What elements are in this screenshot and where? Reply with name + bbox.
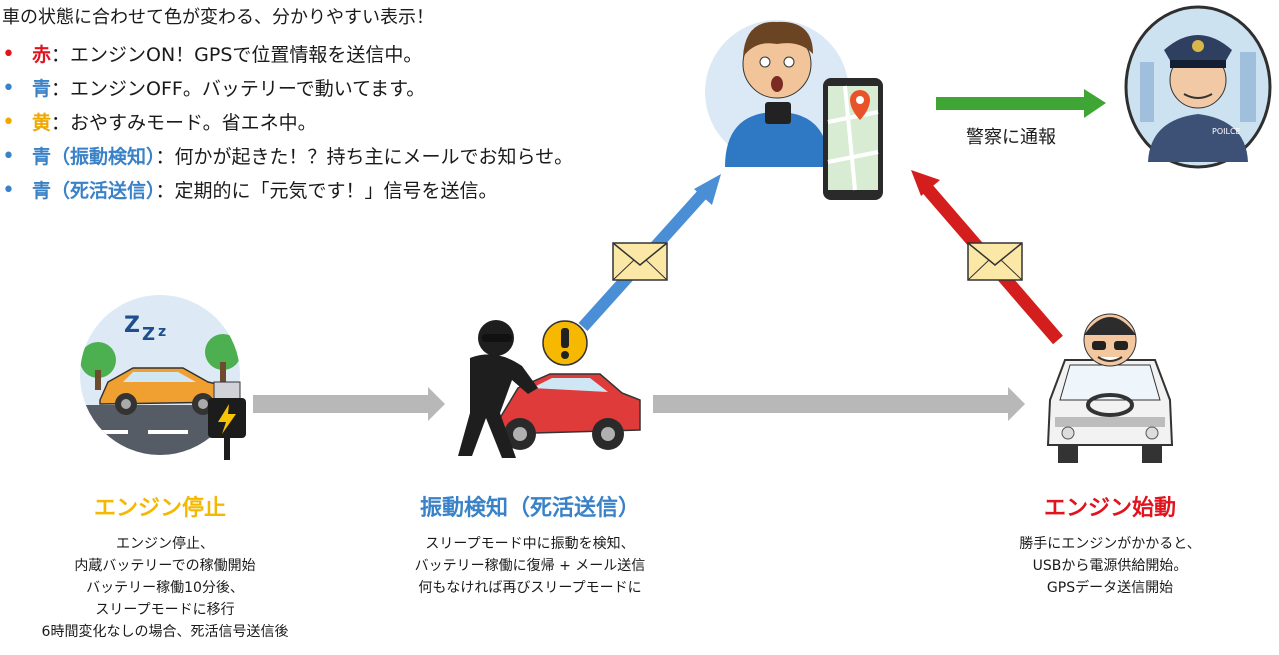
smartphone-map-icon: [823, 78, 883, 200]
legend-item: • 青（死活送信）：定期的に「元気です！」信号を送信。: [0, 174, 700, 208]
bullet-icon: •: [2, 76, 15, 101]
stage-engine-stop-title: エンジン停止: [93, 496, 226, 521]
owner-phone-illustration: [705, 20, 883, 200]
sleeping-car-illustration: Z Z z: [80, 295, 246, 460]
bullet-icon: •: [2, 110, 15, 135]
legend-item: • 黄：おやすみモード。省エネ中。: [0, 106, 700, 140]
report-to-police-label: 警察に通報: [966, 127, 1056, 148]
stage-engine-start-title: エンジン始動: [1043, 496, 1176, 521]
legend-keyword: 青（振動検知）: [32, 146, 156, 168]
mail-envelope-icon: [612, 242, 668, 281]
legend-text: ：定期的に「元気です！」信号を送信。: [155, 180, 498, 202]
legend-item: • 赤：エンジンON！GPSで位置情報を送信中。: [0, 38, 700, 72]
desc-line: 何もなければ再びスリープモードに: [418, 580, 642, 596]
desc-line: 内蔵バッテリーでの稼働開始: [74, 558, 256, 574]
desc-line: バッテリー稼働10分後、: [86, 580, 244, 596]
arrow-owner-to-police: [936, 89, 1106, 118]
desc-line: 6時間変化なしの場合、死活信号送信後: [41, 624, 289, 640]
legend-text: ：エンジンOFF。バッテリーで動いてます。: [51, 78, 426, 100]
police-badge-text: POILCE: [1212, 127, 1241, 136]
desc-line: USBから電源供給開始。: [1032, 558, 1188, 574]
sleep-zzz-icon: Z: [124, 313, 140, 338]
legend-text: ：おやすみモード。省エネ中。: [51, 112, 317, 134]
desc-line: 勝手にエンジンがかかると、: [1019, 536, 1201, 552]
thief-at-car-illustration: [458, 320, 641, 458]
legend-keyword: 黄: [32, 112, 52, 134]
legend-keyword: 青: [32, 78, 52, 100]
legend: 車の状態に合わせて色が変わる、分かりやすい表示！ • 赤：エンジンON！GPSで位…: [0, 4, 700, 208]
legend-intro: 車の状態に合わせて色が変わる、分かりやすい表示！: [2, 7, 434, 28]
desc-line: スリープモード中に振動を検知、: [425, 536, 635, 552]
bullet-icon: •: [2, 42, 15, 67]
bullet-icon: •: [2, 178, 15, 203]
svg-text:Z: Z: [142, 324, 155, 345]
legend-text: ：何かが起きた！？持ち主にメールでお知らせ。: [155, 146, 574, 168]
police-officer-illustration: POILCE: [1124, 5, 1272, 169]
legend-item: • 青（振動検知）：何かが起きた！？持ち主にメールでお知らせ。: [0, 140, 700, 174]
legend-item: • 青：エンジンOFF。バッテリーで動いてます。: [0, 72, 700, 106]
desc-line: バッテリー稼働に復帰 + メール送信: [414, 558, 646, 574]
warning-icon: [542, 320, 588, 366]
stage-engine-stop-desc: エンジン停止、 内蔵バッテリーでの稼働開始 バッテリー稼働10分後、 スリープモ…: [0, 533, 330, 643]
desc-line: スリープモードに移行: [95, 602, 235, 618]
desc-line: エンジン停止、: [116, 536, 214, 552]
mail-envelope-icon: [967, 242, 1023, 281]
legend-list: • 赤：エンジンON！GPSで位置情報を送信中。 • 青：エンジンOFF。バッテリーで…: [0, 38, 700, 208]
stage-vibration-desc: スリープモード中に振動を検知、 バッテリー稼働に復帰 + メール送信 何もなけれ…: [380, 533, 680, 599]
stage-engine-start-desc: 勝手にエンジンがかかると、 USBから電源供給開始。 GPSデータ送信開始: [985, 533, 1235, 599]
usb-charger-icon: [208, 381, 246, 460]
desc-line: GPSデータ送信開始: [1046, 580, 1174, 596]
legend-keyword: 青（死活送信）: [32, 180, 156, 202]
arrow-vibration-to-start: [653, 387, 1025, 421]
arrow-stop-to-vibration: [253, 387, 445, 421]
legend-keyword: 赤: [32, 44, 52, 66]
legend-text: ：エンジンON！GPSで位置情報を送信中。: [51, 44, 423, 66]
svg-text:z: z: [158, 324, 166, 340]
stage-vibration-title: 振動検知（死活送信）: [419, 496, 640, 521]
thief-driving-illustration: [1046, 313, 1174, 463]
bullet-icon: •: [2, 144, 15, 169]
